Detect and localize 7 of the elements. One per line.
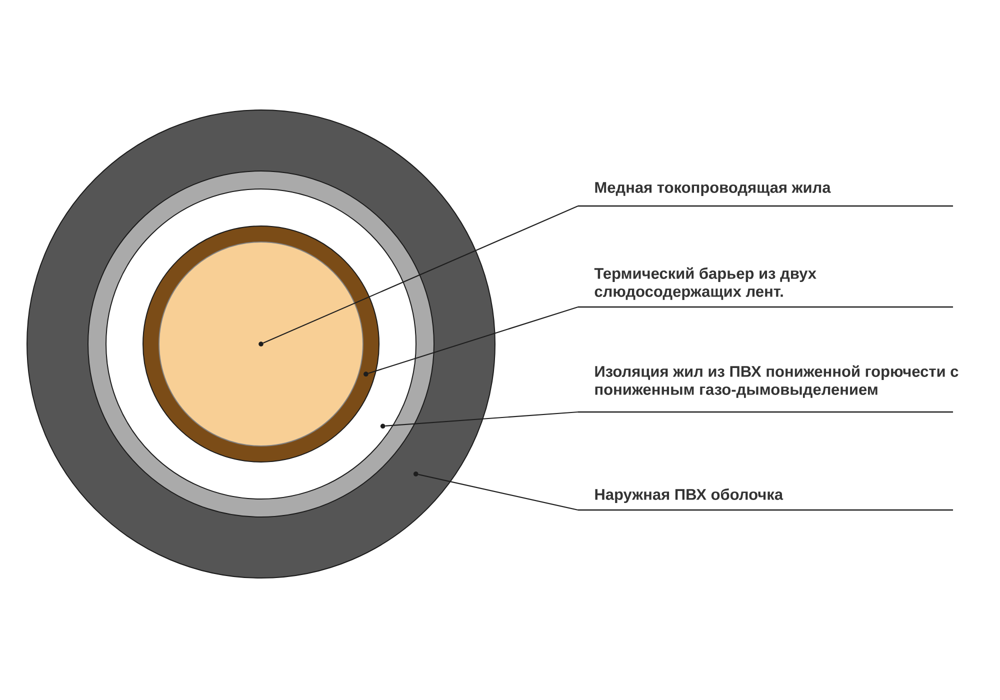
callout-label: Изоляция жил из ПВХ пониженной горючести с пониженным газо-дымовыделением [578,365,958,413]
callout-label: Наружная ПВХ оболочка [578,488,953,511]
core-disc [158,242,364,446]
leader-line [418,474,578,511]
leader-line [262,206,578,344]
callout-label: Медная токопроводящая жила [578,182,953,207]
callout-label: Термический барьер из двух слюдосодержащих лент. [578,267,953,308]
